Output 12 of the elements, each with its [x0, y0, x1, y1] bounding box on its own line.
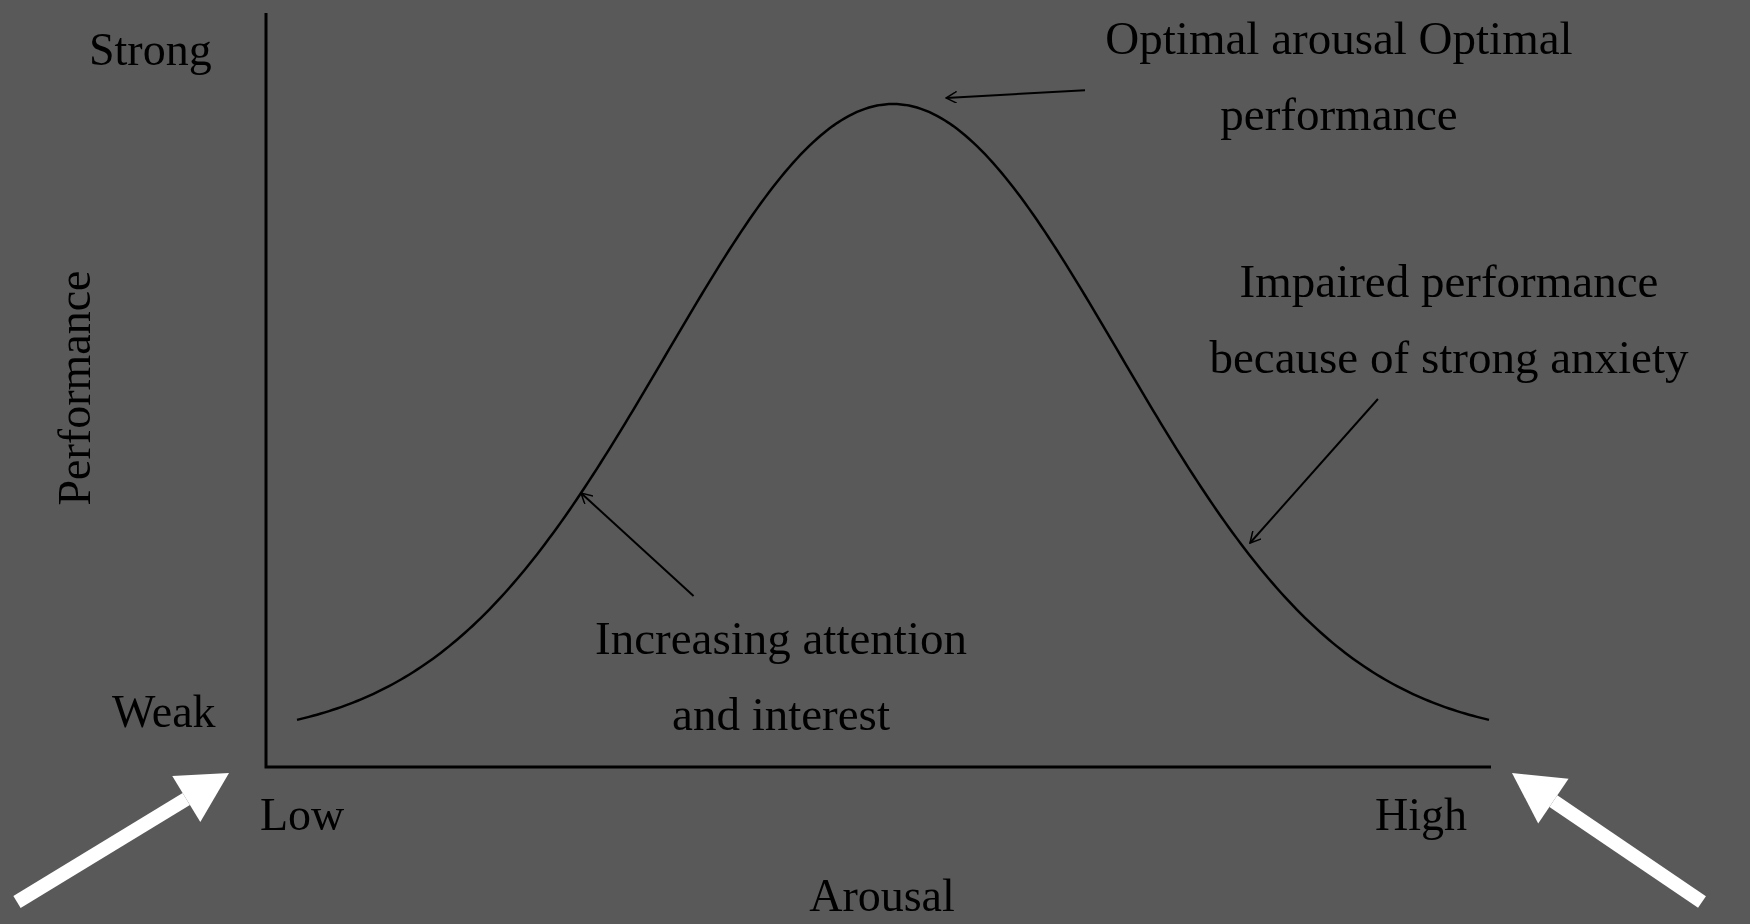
annotation-text: Increasing attention and interest [561, 600, 1001, 752]
axis-label: Arousal [809, 870, 955, 922]
leader-arrow [945, 89, 1086, 105]
leader-arrow [1249, 398, 1379, 544]
axis-label: Performance [49, 270, 101, 506]
annotation-text: Optimal arousal Optimal performance [1089, 0, 1589, 152]
axis-label: High [1375, 789, 1467, 841]
axis-label: Weak [112, 686, 216, 738]
annotation-text: Impaired performance because of strong anxiety [1179, 243, 1719, 395]
axis-label: Low [260, 789, 345, 841]
leader-arrow [580, 492, 695, 597]
axis-label: Strong [89, 24, 212, 76]
